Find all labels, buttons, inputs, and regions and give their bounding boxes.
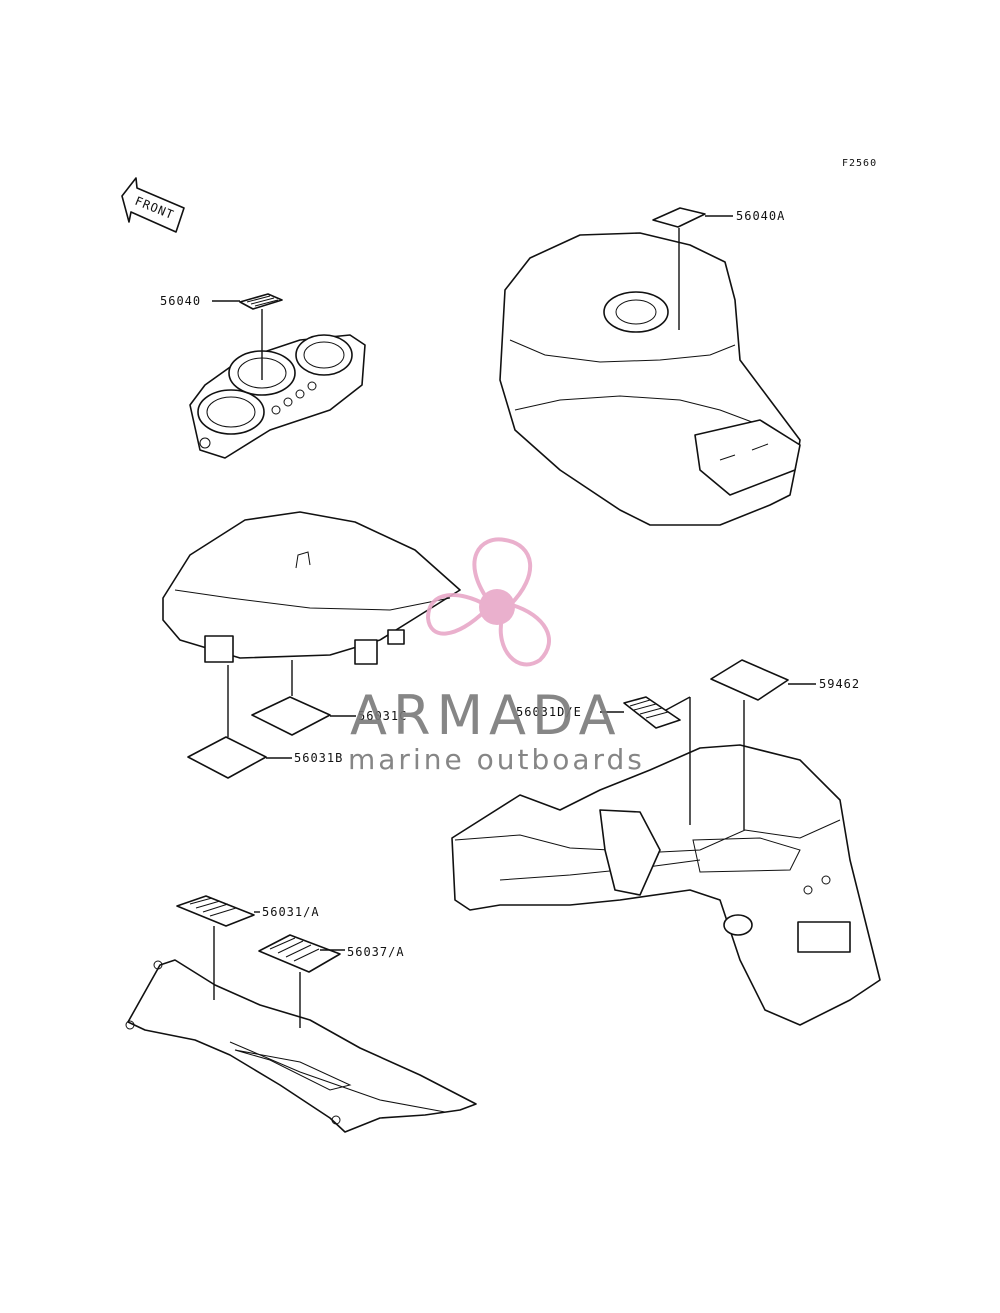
watermark-subtitle: marine outboards: [348, 743, 645, 776]
chain-cover: [125, 959, 477, 1133]
callout-56040A: 56040A: [736, 209, 785, 223]
diagram-code: F2560: [842, 158, 877, 169]
callout-56031D-E: 56031D/E: [516, 705, 582, 719]
callout-56037-A: 56037/A: [347, 945, 405, 959]
label-56031B: [187, 736, 267, 779]
callout-56040: 56040: [160, 294, 201, 308]
fuel-tank: [499, 232, 801, 526]
label-56037-A: [258, 934, 341, 973]
watermark-title: ARMADA: [350, 684, 622, 747]
rear-fender: [451, 744, 881, 1026]
watermark: ARMADA marine outboards: [348, 537, 645, 776]
callout-59462: 59462: [819, 677, 860, 691]
callout-56031C: 56031C: [358, 709, 407, 723]
front-arrow-icon: FRONT: [121, 177, 185, 233]
propeller-icon: [425, 537, 551, 667]
label-56031D-E: [623, 696, 681, 729]
label-59462: [710, 659, 789, 701]
seat-cowl: [162, 511, 461, 665]
label-56031-A: [176, 895, 255, 927]
callout-56031-A: 56031/A: [262, 905, 320, 919]
label-56040: [239, 293, 283, 310]
label-56040A: [652, 207, 706, 228]
instrument-cluster: [189, 334, 366, 459]
label-56031C: [251, 696, 331, 736]
callout-56031B: 56031B: [294, 751, 343, 765]
